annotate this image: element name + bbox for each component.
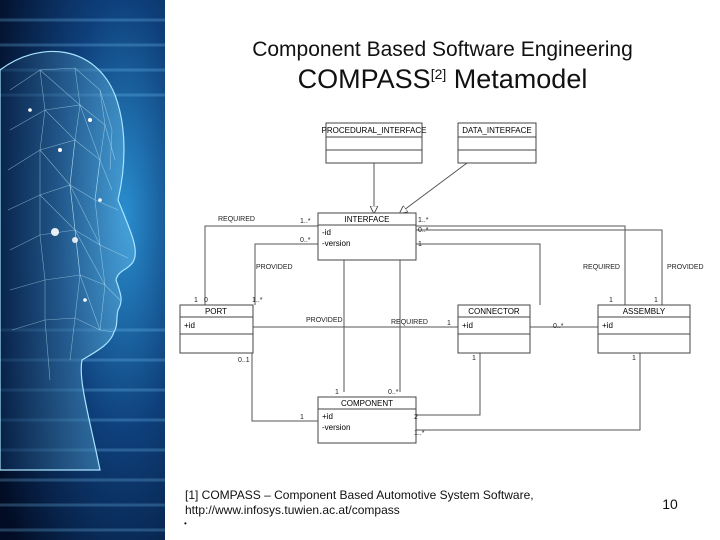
wireframe-head-image (0, 0, 165, 540)
multiplicity: 0..1 (238, 357, 250, 364)
procedural-interface-label: PROCEDURAL_INTERFACE (322, 126, 427, 135)
multiplicity: 0..* (553, 323, 564, 330)
multiplicity: 2 (414, 414, 418, 421)
interface-attr-version: -version (322, 239, 350, 248)
role-label-required-top: REQUIRED (218, 216, 255, 223)
title-reference: [2] (430, 66, 447, 82)
port-label: PORT (205, 307, 227, 316)
multiplicity: 1 (447, 320, 451, 327)
footnote: [1] COMPASS – Component Based Automotive… (185, 488, 534, 518)
assembly-class: ASSEMBLY +id (597, 304, 691, 354)
multiplicity: 0..* (388, 389, 399, 396)
role-label-provided-left: PROVIDED (256, 264, 293, 271)
multiplicity: 0 (204, 297, 208, 304)
multiplicity: 1..* (414, 430, 425, 437)
slide-subtitle: Component Based Software Engineering (252, 38, 633, 61)
interface-attr-id: -id (322, 228, 331, 237)
bullet-dot: • (184, 519, 187, 528)
assembly-attr-id: +id (602, 321, 613, 330)
multiplicity: 1 (300, 414, 304, 421)
port-class: PORT +id (179, 304, 254, 354)
multiplicity: 0..* (300, 237, 311, 244)
component-attr-id: +id (322, 412, 333, 421)
multiplicity: 1..* (418, 217, 429, 224)
connector-label: CONNECTOR (468, 307, 520, 316)
multiplicity: 1 (472, 355, 476, 362)
multiplicity: 1..* (300, 218, 311, 225)
procedural-interface-class: PROCEDURAL_INTERFACE (322, 122, 427, 164)
component-label: COMPONENT (341, 399, 393, 408)
footnote-line-1: [1] COMPASS – Component Based Automotive… (185, 488, 534, 502)
multiplicity: 1 (654, 297, 658, 304)
multiplicity: 1 (632, 355, 636, 362)
role-label-provided-right: PROVIDED (667, 264, 704, 271)
uml-metamodel-diagram: PROCEDURAL_INTERFACE DATA_INTERFACE INTE… (170, 110, 720, 450)
multiplicity: 1 (418, 241, 422, 248)
data-interface-class: DATA_INTERFACE (457, 122, 537, 164)
component-class: COMPONENT +id -version (317, 396, 417, 444)
connector-attr-id: +id (462, 321, 473, 330)
role-label-required-mid: REQUIRED (391, 319, 428, 326)
footnote-link[interactable]: http://www.infosys.tuwien.ac.at/compass (185, 503, 400, 517)
slide-title: COMPASS[2] Metamodel (165, 64, 720, 95)
multiplicity: 0..* (418, 227, 429, 234)
assembly-label: ASSEMBLY (623, 307, 666, 316)
multiplicity: 1 (194, 297, 198, 304)
title-main: COMPASS (297, 64, 431, 94)
interface-label: INTERFACE (345, 215, 390, 224)
multiplicity: 1 (335, 389, 339, 396)
connector-class: CONNECTOR +id (457, 304, 531, 354)
role-label-required-right: REQUIRED (583, 264, 620, 271)
role-label-provided-mid: PROVIDED (306, 317, 343, 324)
multiplicity: 1 (609, 297, 613, 304)
multiplicity: 1..* (252, 297, 263, 304)
port-attr-id: +id (184, 321, 195, 330)
data-interface-label: DATA_INTERFACE (462, 126, 532, 135)
title-rest: Metamodel (446, 64, 588, 94)
component-attr-version: -version (322, 423, 350, 432)
page-number: 10 (662, 496, 678, 512)
interface-class: INTERFACE -id -version (317, 212, 417, 261)
